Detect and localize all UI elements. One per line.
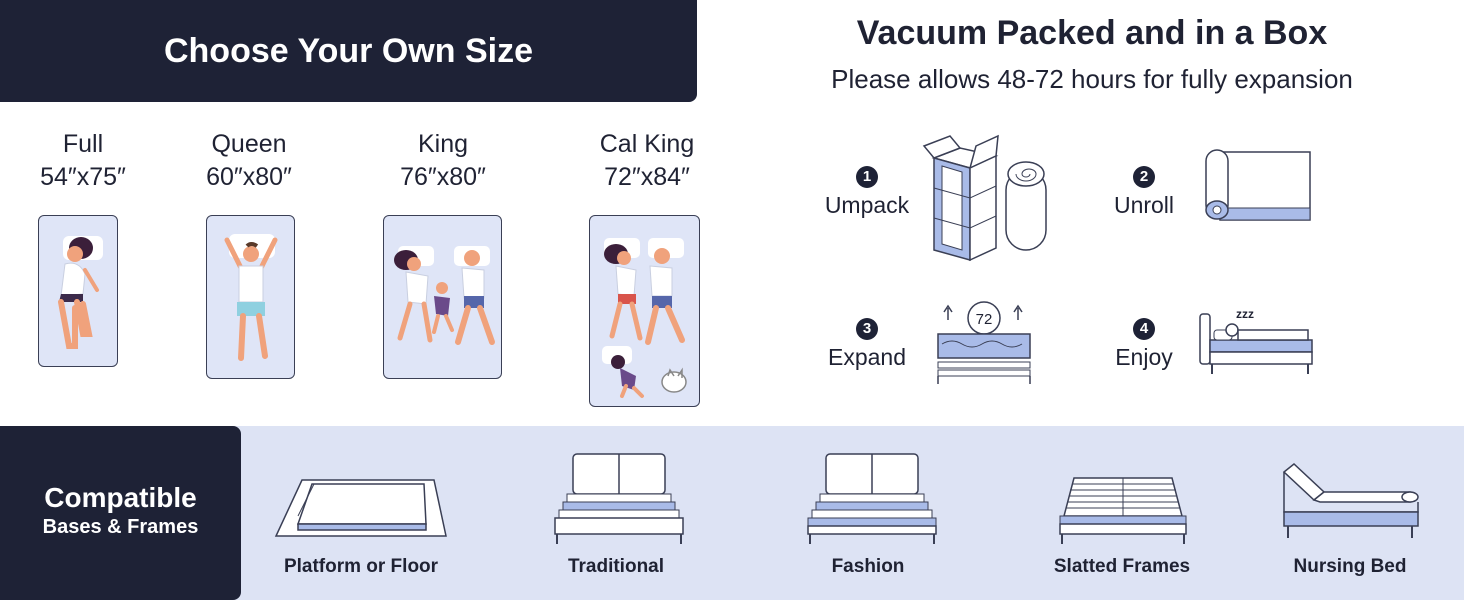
packing-title: Vacuum Packed and in a Box — [856, 14, 1328, 52]
expand-badge-text: 72 — [976, 311, 993, 328]
frame-label-nursing: Nursing Bed — [1293, 556, 1407, 577]
size-name: Full — [62, 130, 104, 158]
full-bed-illustration — [38, 215, 118, 367]
size-queen: Queen 60″x80″ — [194, 128, 304, 194]
size-dims: 76″x80″ — [400, 163, 486, 191]
family-and-pets-sleepers-icon — [602, 238, 687, 398]
size-banner: Choose Your Own Size — [0, 0, 697, 102]
step-number: 3 — [856, 318, 878, 340]
platform-floor-icon — [274, 479, 447, 537]
box-and-rolled-mattress-icon — [922, 134, 1047, 262]
expanding-mattress-icon: 72 — [937, 301, 1031, 384]
size-name: Queen — [211, 130, 287, 158]
step-label: Unroll — [1113, 192, 1175, 218]
compatible-band — [0, 426, 1464, 600]
nursing-bed-icon — [1282, 463, 1419, 538]
size-name: Cal King — [599, 130, 695, 158]
step-label: Umpack — [824, 192, 910, 218]
queen-bed-illustration — [206, 215, 295, 379]
frame-label-traditional: Traditional — [567, 556, 665, 577]
size-dims: 60″x80″ — [206, 163, 292, 191]
sleeping-person-bed-icon: zzz — [1199, 307, 1313, 374]
step-number: 4 — [1133, 318, 1155, 340]
frame-label-slatted: Slatted Frames — [1053, 556, 1191, 577]
slatted-frame-icon — [1059, 477, 1187, 544]
size-cal-king: Cal King 72″x84″ — [587, 128, 707, 194]
fashion-frame-icon — [807, 453, 937, 544]
step-enjoy: 4 Enjoy — [1104, 318, 1184, 371]
size-title: Choose Your Own Size — [163, 31, 534, 70]
step-expand: 3 Expand — [818, 318, 916, 371]
unrolling-mattress-icon — [1205, 149, 1311, 221]
step-label: Expand — [827, 344, 906, 370]
traditional-frame-icon — [554, 453, 684, 544]
step-unpack: 1 Umpack — [818, 166, 916, 219]
size-full: Full 54″x75″ — [28, 128, 138, 194]
family-sleepers-icon — [394, 246, 495, 345]
compatible-title: Compatible — [44, 482, 197, 513]
step-unroll: 2 Unroll — [1104, 166, 1184, 219]
size-name: King — [417, 130, 469, 158]
enjoy-badge-text: zzz — [1236, 307, 1254, 321]
single-sleeper-icon — [58, 236, 103, 349]
compatible-subtitle: Bases & Frames — [42, 516, 199, 538]
king-bed-illustration — [383, 215, 502, 379]
frame-label-fashion: Fashion — [831, 556, 905, 577]
size-king: King 76″x80″ — [383, 128, 503, 194]
size-dims: 72″x84″ — [604, 163, 690, 191]
packing-subtitle: Please allows 48-72 hours for fully expa… — [831, 64, 1353, 94]
size-dims: 54″x75″ — [40, 163, 126, 191]
frame-label-platform: Platform or Floor — [283, 556, 439, 577]
step-number: 2 — [1133, 166, 1155, 188]
step-number: 1 — [856, 166, 878, 188]
step-label: Enjoy — [1115, 344, 1173, 370]
compatible-box: Compatible Bases & Frames — [0, 426, 241, 600]
single-sleeper-icon — [224, 234, 278, 361]
cal-king-bed-illustration — [589, 215, 700, 407]
